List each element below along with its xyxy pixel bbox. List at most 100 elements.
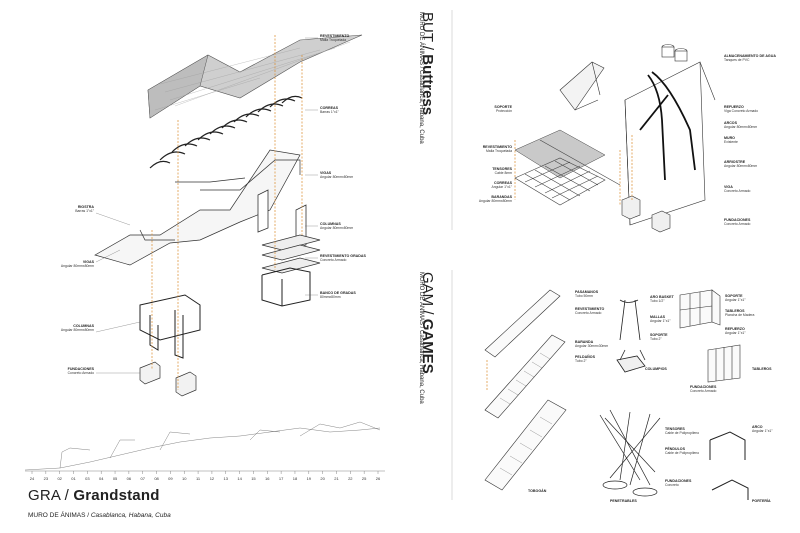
profile-tick-label: 10 [182,476,187,481]
profile-tick-label: 14 [237,476,242,481]
label-banco: BANCO DE GRADAS [320,291,356,295]
games-subtitle: MURO DE ÁNIMAS / Casablanca, Habana, Cub… [418,272,424,404]
profile-tick-label: 11 [196,476,201,481]
svg-text:TENSORES: TENSORES [665,427,685,431]
profile-tick-label: 02 [57,476,62,481]
grandstand-title: GRA / Grandstand [28,487,160,504]
svg-text:SOPORTE: SOPORTE [650,333,668,337]
profile-tick-label: 05 [113,476,118,481]
profile-tick-label: 03 [85,476,90,481]
profile-tick-label: 23 [44,476,49,481]
title-tableros: TABLEROS [752,367,772,371]
buttress-mesh [514,129,606,179]
profile-tick-label: 25 [362,476,367,481]
svg-text:Angular 1"x1": Angular 1"x1" [725,331,746,335]
purlins [149,95,303,169]
svg-text:VIGA: VIGA [724,185,733,189]
profile-tick-label: 08 [154,476,159,481]
profile-tick-label: 20 [320,476,325,481]
label-columnas-right: COLUMNAS [320,222,341,226]
svg-text:Malla Troquelada: Malla Troquelada [320,38,346,42]
svg-text:Plancha de Madera: Plancha de Madera [725,313,755,317]
svg-text:Cable 8mm: Cable 8mm [495,171,513,175]
svg-text:Angular 80mmx80mm: Angular 80mmx80mm [61,264,94,268]
svg-text:Angular 30mmx30mm: Angular 30mmx30mm [575,344,608,348]
svg-text:ARRIOSTRE: ARRIOSTRE [724,160,746,164]
profile-tick-label: 15 [251,476,256,481]
grandstand-subtitle: MURO DE ÁNIMAS / Casablanca, Habana, Cub… [28,512,171,519]
svg-text:SOPORTE: SOPORTE [494,105,512,109]
buttress-subtitle: MURO DE ÁNIMAS / Casablanca, Habana, Cub… [418,12,424,144]
title-tobogan: TOBOGÁN [528,488,547,493]
title-penetrables: PENETRABLES [610,499,637,503]
svg-text:ARCOS: ARCOS [724,121,738,125]
svg-text:Angular 1"x1": Angular 1"x1" [650,319,671,323]
svg-text:ARO BASKET: ARO BASKET [650,295,675,299]
columns [139,294,201,359]
svg-text:TABLEROS: TABLEROS [725,309,745,313]
svg-text:80mmx80mm: 80mmx80mm [320,295,341,299]
label-columnas-left: COLUMNAS [73,324,94,328]
profile-tick-label: 09 [168,476,173,481]
svg-text:ARCO: ARCO [752,425,763,429]
svg-text:REVESTIMIENTO: REVESTIMIENTO [575,307,604,311]
profile-tick-label: 19 [307,476,312,481]
svg-text:Existente: Existente [724,140,738,144]
svg-text:PÉNDULOS: PÉNDULOS [665,446,686,451]
svg-text:ALMACENAMIENTO DE AGUA: ALMACENAMIENTO DE AGUA [724,54,776,58]
svg-text:Concreto Armado: Concreto Armado [724,222,750,226]
beam-frame [94,149,301,266]
svg-text:REFUERZO: REFUERZO [725,327,745,331]
svg-text:REVESTIMIENTO: REVESTIMIENTO [483,145,512,149]
label-vigas: VIGAS [320,171,332,175]
profile-tick-label: 07 [140,476,145,481]
title-columpios: COLUMPIOS [645,367,667,371]
svg-text:MALLAS: MALLAS [650,315,666,319]
svg-text:BARANDA: BARANDA [575,340,594,344]
buttress-axonometric: ALMACENAMIENTO DE AGUA Tanques de PVC SO… [479,44,776,233]
svg-text:Angular 80mmx80mm: Angular 80mmx80mm [479,199,512,203]
bench-slabs [261,234,321,274]
svg-text:Protección: Protección [496,109,512,113]
svg-text:Concreto: Concreto [665,483,679,487]
grandstand-axonometric: REVESTIMIENTO Malla Troquelada CORREAS B… [61,34,366,397]
profile-tick-label: 17 [279,476,284,481]
svg-text:Tubo 2": Tubo 2" [650,337,662,341]
svg-text:CORREAS: CORREAS [494,181,513,185]
svg-text:MURO: MURO [724,136,735,140]
svg-text:Angular 80mmx80mm: Angular 80mmx80mm [61,328,94,332]
svg-text:Concreto Armado: Concreto Armado [690,389,716,393]
svg-text:Angular 80mmx80mm: Angular 80mmx80mm [724,164,757,168]
svg-text:PASAMANOS: PASAMANOS [575,290,599,294]
svg-text:Cable de Polipropileno: Cable de Polipropileno [665,451,699,455]
profile-tick-label: 26 [376,476,381,481]
svg-text:FUNDACIONES: FUNDACIONES [690,385,717,389]
profile-tick-label: 04 [99,476,104,481]
svg-text:Angular 80mmx80mm: Angular 80mmx80mm [320,226,353,230]
svg-text:Cable de Polipropileno: Cable de Polipropileno [665,431,699,435]
svg-text:Barras 1"x1": Barras 1"x1" [320,110,340,114]
svg-text:REFUERZO: REFUERZO [724,105,744,109]
svg-text:Concreto Armado: Concreto Armado [320,258,346,262]
svg-text:Angular 1"x1": Angular 1"x1" [752,429,773,433]
grandstand-profile [24,421,385,472]
svg-text:Viga Concreto Armado: Viga Concreto Armado [724,109,758,113]
svg-text:SOPORTE: SOPORTE [725,294,743,298]
label-revestimiento: REVESTIMIENTO [320,34,349,38]
games-axonometric: PASAMANOS Tubo 50mm REVESTIMIENTO Concre… [484,289,773,503]
svg-text:Concreto Armado: Concreto Armado [68,371,94,375]
svg-text:FUNDACIONES: FUNDACIONES [665,479,692,483]
svg-text:Angular 1"x1": Angular 1"x1" [725,298,746,302]
svg-text:BARANDAS: BARANDAS [491,195,512,199]
svg-text:Tubo 50mm: Tubo 50mm [575,294,593,298]
label-correas: CORREAS [320,106,339,110]
svg-text:Angular 80mmx80mm: Angular 80mmx80mm [724,125,757,129]
svg-text:Barras 1"x1": Barras 1"x1" [75,209,95,213]
svg-text:Concreto Armado: Concreto Armado [575,311,601,315]
profile-tick-label: 21 [334,476,339,481]
profile-tick-label: 16 [265,476,270,481]
profile-tick-label: 01 [71,476,76,481]
